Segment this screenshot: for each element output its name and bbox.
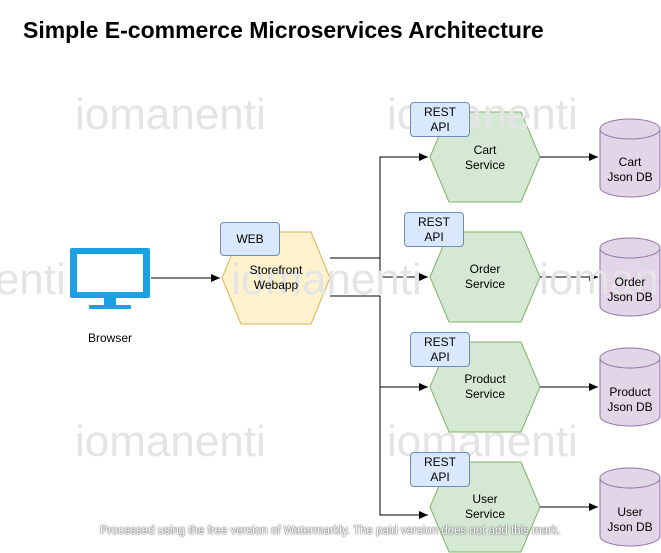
webapp-label: Storefront Webapp (222, 263, 330, 293)
cart-db-line2: Json DB (607, 170, 653, 184)
user-tag-line2: API (430, 469, 450, 484)
user-service-line2: Service (464, 507, 505, 521)
cart-db-line1: Cart (618, 155, 642, 169)
edge-webapp-to-product (330, 295, 428, 391)
product-service-line2: Service (464, 387, 505, 401)
user-service-label: User Service (430, 492, 540, 522)
order-service-label: Order Service (430, 262, 540, 292)
user-db-label: User Json DB (600, 505, 660, 535)
order-db-cylinder (599, 237, 661, 317)
edge-webapp-to-cart (330, 153, 428, 259)
product-db-cylinder (599, 347, 661, 427)
browser-label: Browser (87, 331, 132, 345)
product-tag-line1: REST (423, 334, 456, 349)
product-db-line1: Product (609, 385, 651, 399)
monitor-icon (70, 248, 150, 309)
cart-service-line1: Cart (473, 143, 497, 157)
webapp-label-line1: Storefront (249, 263, 303, 277)
product-tag-line2: API (430, 349, 450, 364)
cart-db-cylinder (599, 118, 661, 198)
order-rest-api-tag: REST API (404, 212, 464, 247)
cart-service-label: Cart Service (430, 143, 540, 173)
user-rest-api-tag: REST API (410, 452, 470, 487)
edge-webapp-to-order (379, 258, 428, 281)
user-db-line2: Json DB (607, 520, 653, 534)
order-db-line2: Json DB (607, 290, 653, 304)
product-rest-api-tag: REST API (410, 332, 470, 367)
order-service-line2: Service (464, 277, 505, 291)
user-tag-line1: REST (423, 454, 456, 469)
user-db-line1: User (617, 505, 643, 519)
product-db-label: Product Json DB (600, 385, 660, 415)
cart-tag-line1: REST (423, 104, 456, 119)
product-service-label: Product Service (430, 372, 540, 402)
order-service-line1: Order (469, 262, 501, 276)
watermark-footer: Processed using the free version of Wate… (100, 525, 561, 537)
diagram-title: Simple E-commerce Microservices Architec… (23, 17, 544, 43)
order-db-line1: Order (614, 275, 646, 289)
user-db-cylinder (599, 467, 661, 547)
cart-service-line2: Service (464, 158, 505, 172)
cart-rest-api-tag: REST API (410, 102, 470, 137)
order-tag-line1: REST (417, 214, 450, 229)
cart-tag-line2: API (430, 119, 450, 134)
web-tag: WEB (220, 222, 280, 256)
edge-webapp-to-user (379, 387, 428, 519)
cart-db-label: Cart Json DB (600, 155, 660, 185)
order-tag-line2: API (424, 229, 444, 244)
product-service-line1: Product (464, 372, 506, 386)
product-db-line2: Json DB (607, 400, 653, 414)
user-service-line1: User (472, 492, 498, 506)
order-db-label: Order Json DB (600, 275, 660, 305)
webapp-label-line2: Webapp (253, 278, 299, 292)
